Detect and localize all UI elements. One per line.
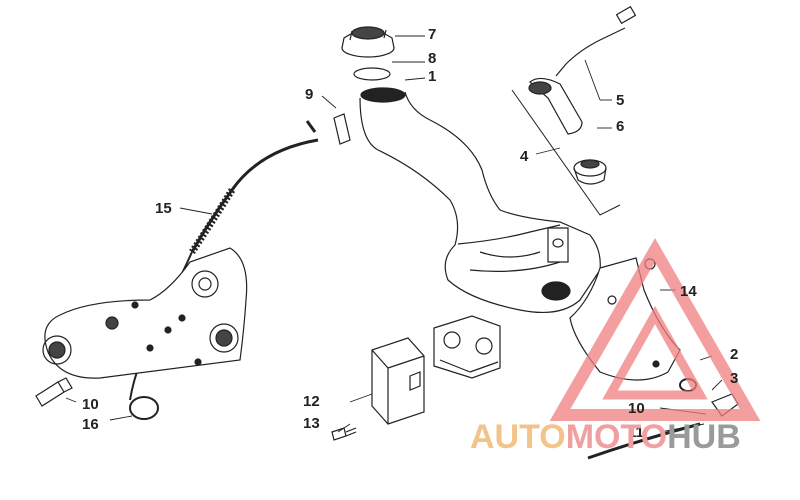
fuel-pump — [433, 315, 501, 379]
callout-16: 16 — [82, 416, 99, 433]
callout-4: 4 — [520, 148, 529, 165]
gas-cap — [341, 26, 395, 58]
callout-13: 13 — [303, 415, 320, 432]
callout-10-right: 10 — [628, 400, 645, 417]
hose-clamp — [129, 396, 159, 420]
callout-1: 1 — [428, 68, 437, 85]
fuel-sender — [511, 5, 637, 216]
callout-11: 11 — [628, 424, 644, 441]
callout-6: 6 — [616, 118, 625, 135]
bracket-plate — [42, 247, 248, 379]
callout-3: 3 — [730, 370, 739, 387]
clip — [333, 113, 351, 145]
o-ring — [353, 67, 391, 81]
callout-12: 12 — [303, 393, 320, 410]
callout-9: 9 — [305, 86, 314, 103]
callout-2: 2 — [730, 346, 739, 363]
watermark-part-3: HUB — [667, 418, 741, 456]
watermark-part-2: MOTO — [565, 418, 668, 456]
callout-10-left: 10 — [82, 396, 99, 413]
callout-7: 7 — [428, 26, 437, 43]
fuel-tank — [359, 87, 601, 314]
callout-5: 5 — [616, 92, 625, 109]
watermark-part-1: AUTO — [470, 418, 566, 456]
screw — [331, 427, 357, 441]
callout-8: 8 — [428, 50, 437, 67]
watermark-text: AUTOMOTOHUB — [470, 418, 741, 457]
watermark-logo-icon — [549, 237, 761, 421]
callout-15: 15 — [155, 200, 172, 217]
control-module — [371, 337, 425, 425]
callout-14: 14 — [680, 283, 697, 300]
bolt-left — [35, 377, 73, 407]
